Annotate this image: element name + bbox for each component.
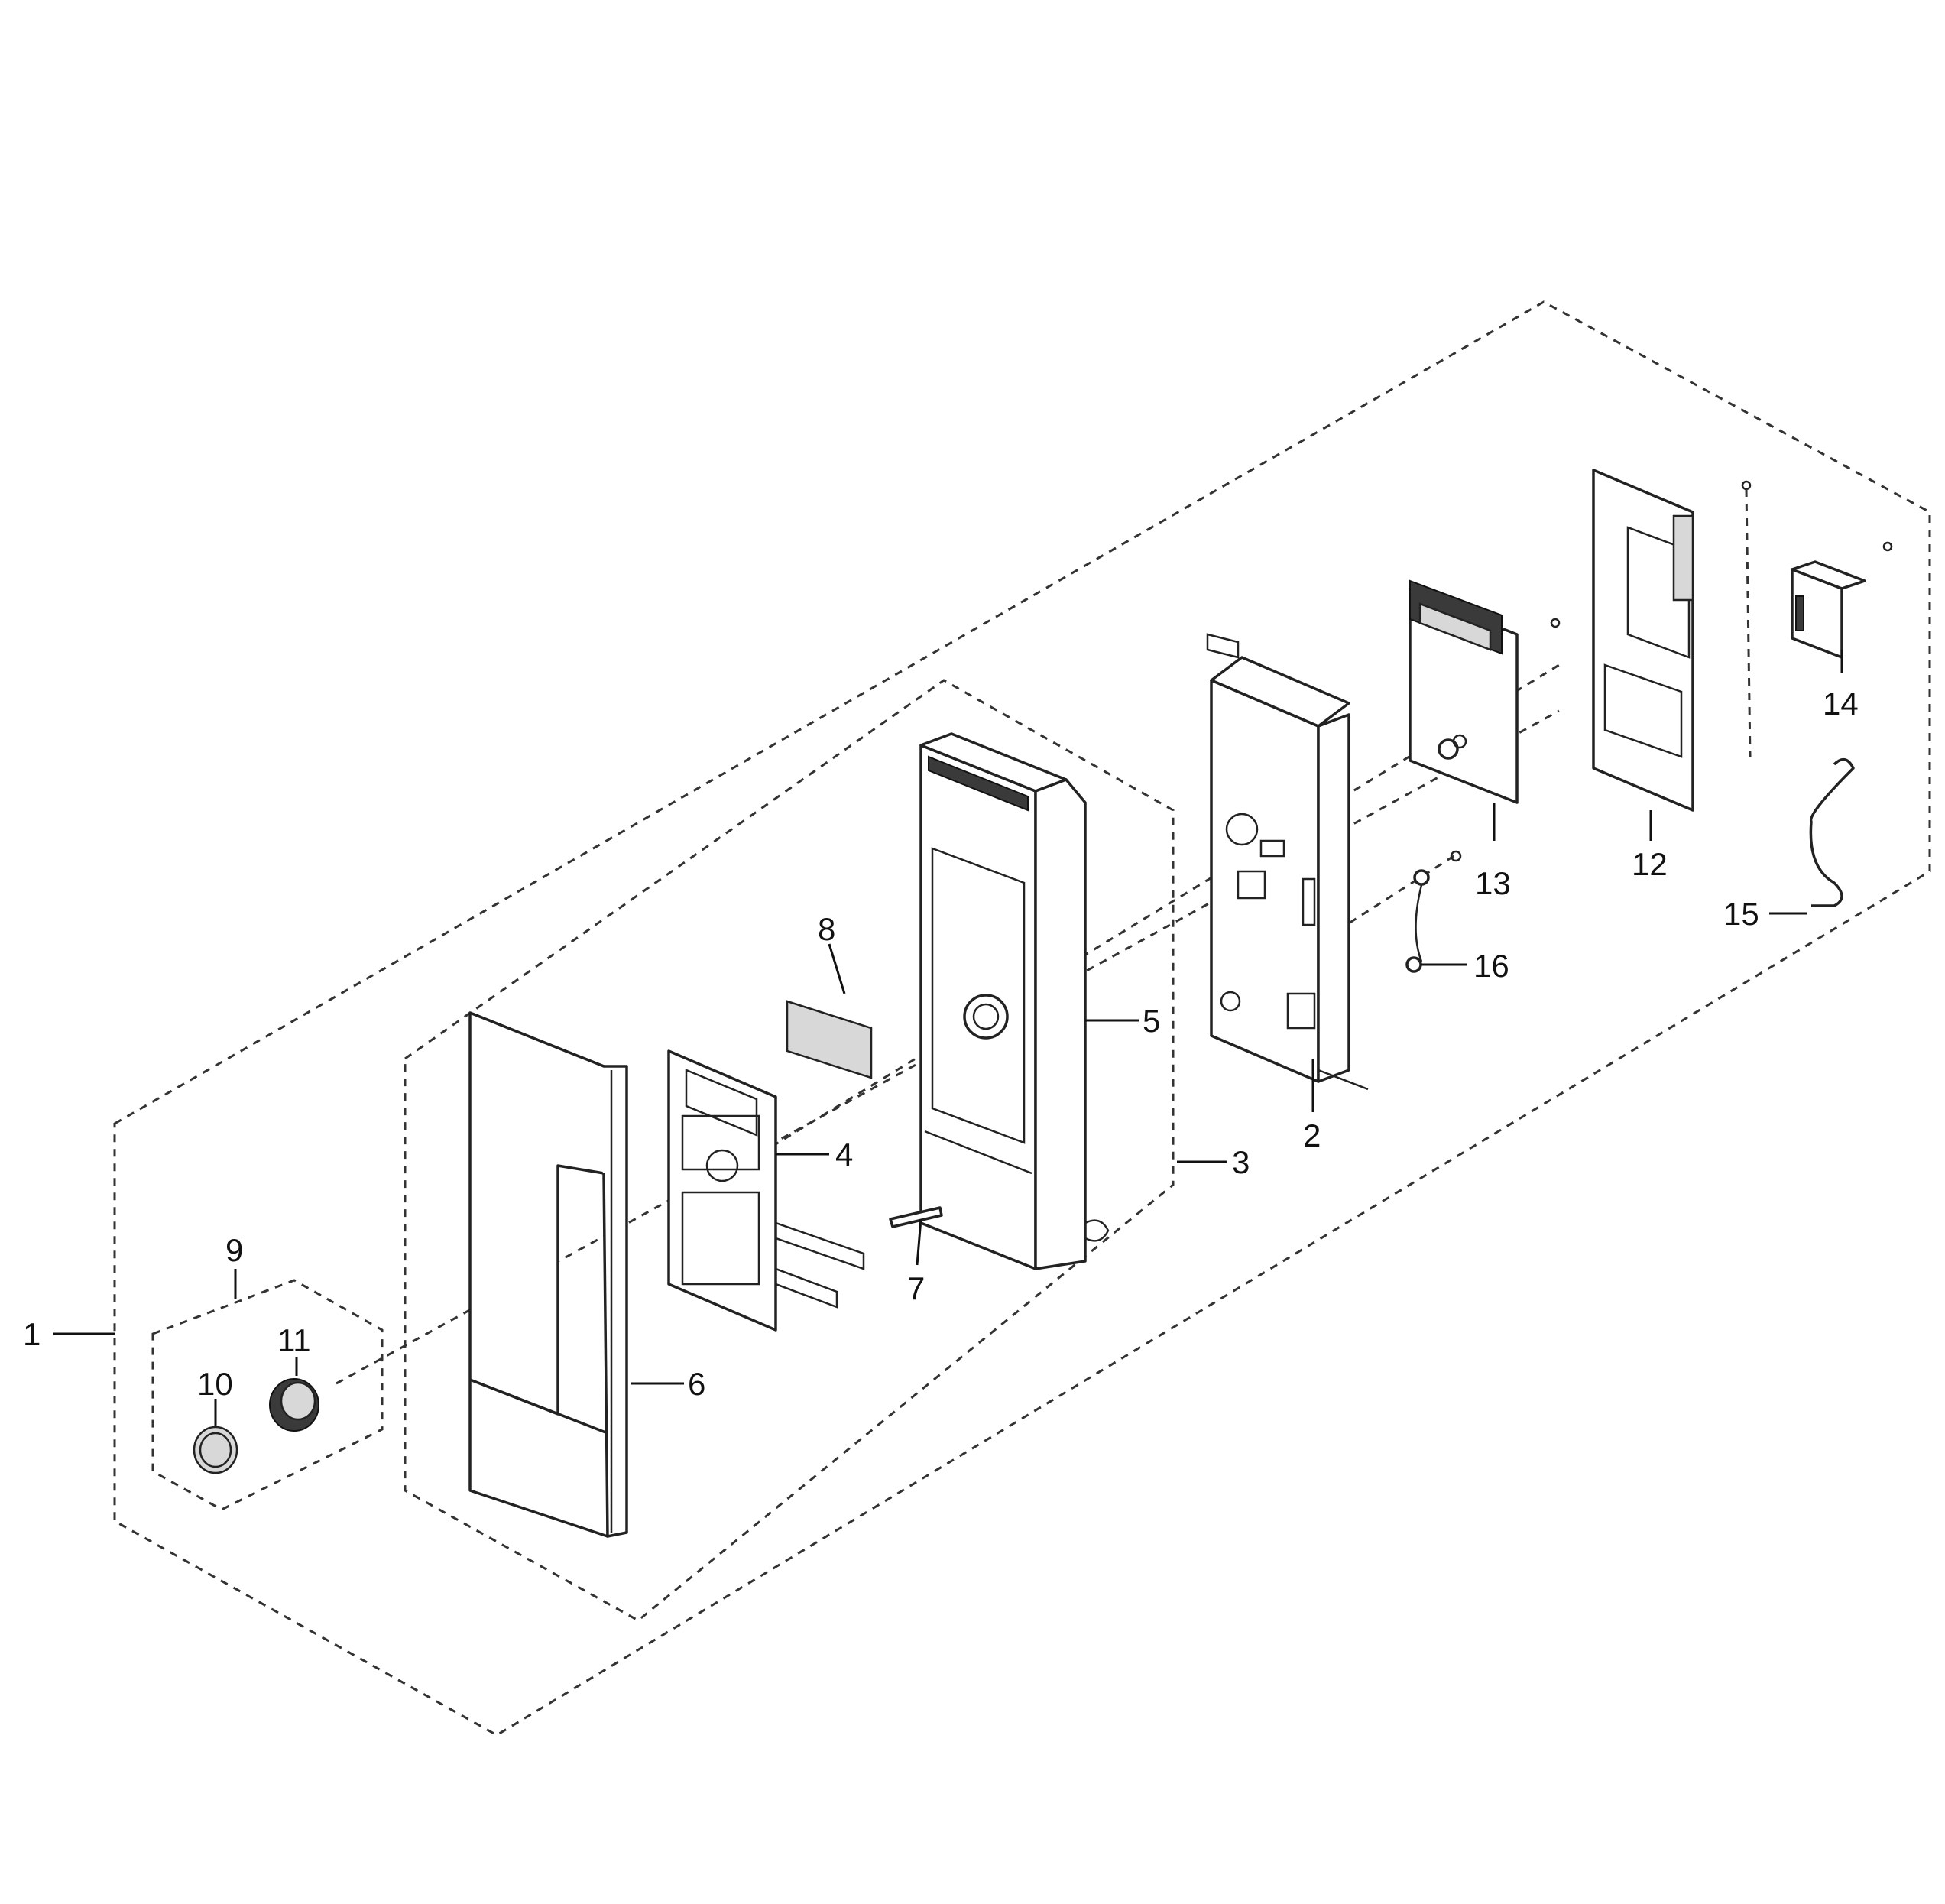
part-11-knob [269,1378,319,1432]
leader-lines [53,650,1843,1426]
part-7-latch-lever [889,1206,943,1228]
callout-3: 3 [1232,1144,1250,1180]
callout-8: 8 [818,911,835,947]
callout-6: 6 [688,1366,705,1402]
part-10-knob [193,1426,238,1474]
callout-labels: 1 2 3 4 5 6 7 8 9 10 11 12 13 14 15 16 [23,686,1859,1402]
callout-2: 2 [1303,1117,1321,1153]
part-2-bracket [1206,633,1369,1091]
part-4-control-panel [667,1049,865,1332]
assembly-3-boundary [404,679,1175,1622]
callout-7: 7 [907,1270,925,1306]
part-6-trim-frame [468,1011,628,1538]
callout-14: 14 [1823,686,1859,722]
part-15-wire-harness [1809,757,1855,907]
part-16-sensor-wire [1405,850,1462,973]
callout-10: 10 [197,1366,233,1402]
part-13-display-board [1409,579,1561,804]
callout-12: 12 [1632,846,1668,882]
callout-15: 15 [1723,896,1759,932]
assembly-9-boundary [151,1279,384,1511]
part-8-display-window [786,1000,873,1079]
part-14-module [1791,541,1893,659]
callout-4: 4 [835,1137,853,1173]
callout-1: 1 [23,1316,41,1352]
callout-5: 5 [1143,1003,1160,1039]
callout-11: 11 [277,1322,311,1358]
part-5-panel-housing [919,732,1110,1270]
callout-13: 13 [1475,865,1511,901]
assembly-1-boundary [113,300,1931,1737]
callout-16: 16 [1473,948,1509,984]
callout-9: 9 [225,1232,243,1268]
part-12-main-board [1592,469,1752,812]
